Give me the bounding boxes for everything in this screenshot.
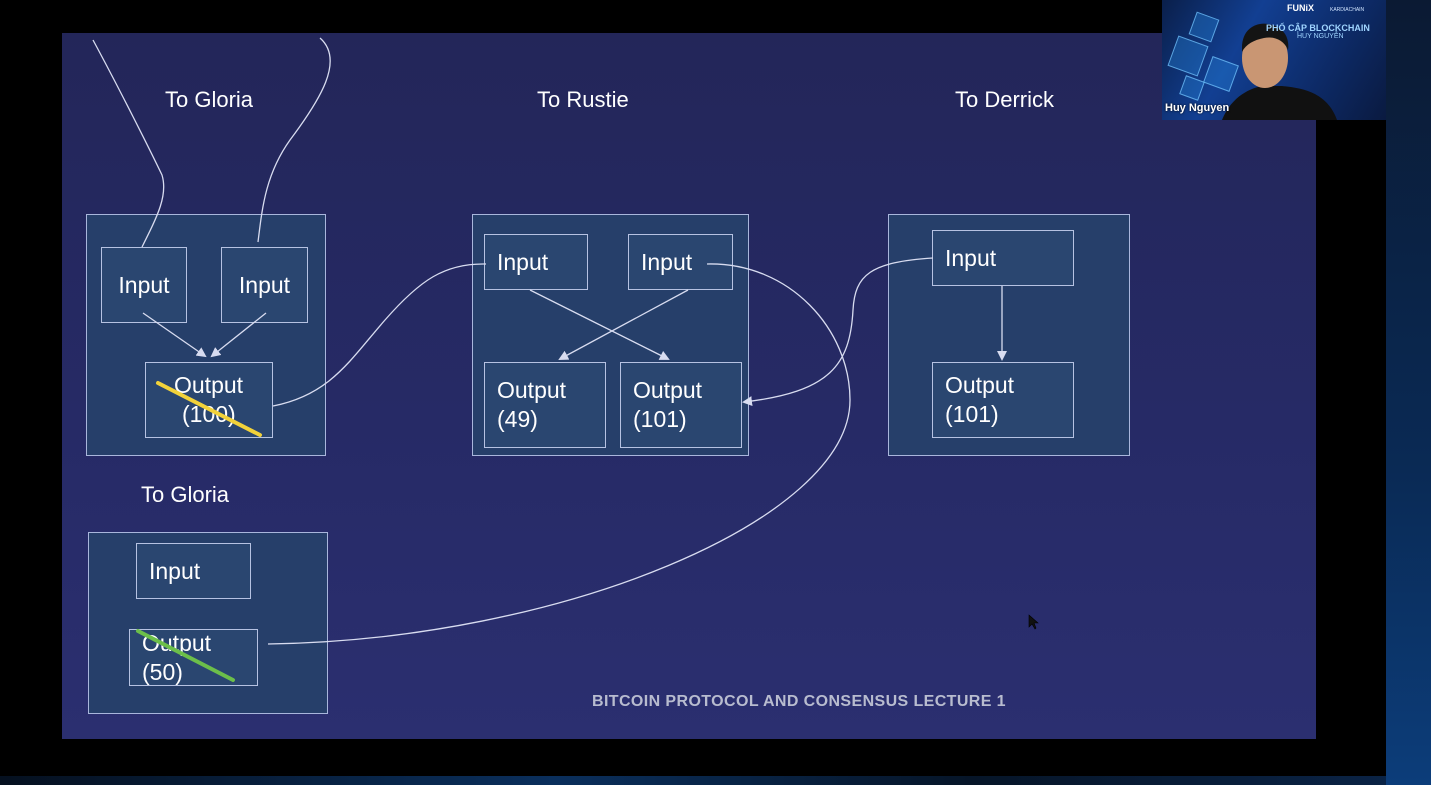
webcam-overlay — [1162, 0, 1386, 120]
output-amount: (50) — [142, 658, 183, 685]
label-to-gloria-top: To Gloria — [165, 87, 254, 112]
webcam-participant-name: Huy Nguyen — [1165, 102, 1230, 114]
input-box: Input — [221, 247, 308, 323]
input-label: Input — [641, 248, 693, 275]
output-box-100: Output (100) — [145, 362, 273, 438]
label-to-gloria-bottom: To Gloria — [141, 482, 230, 507]
webcam-course-subtitle: HUY NGUYỄN — [1297, 33, 1344, 40]
output-amount: (100) — [182, 401, 236, 427]
output-label: Output — [174, 372, 244, 398]
label-to-rustie: To Rustie — [537, 87, 629, 112]
input-label: Input — [497, 248, 549, 275]
input-label: Input — [149, 557, 201, 584]
input-label: Input — [238, 271, 291, 298]
output-box-101: Output (101) — [620, 362, 742, 448]
input-box: Input — [484, 234, 588, 290]
input-box: Input — [136, 543, 251, 599]
input-box: Input — [101, 247, 187, 323]
input-label: Input — [118, 271, 170, 298]
input-box: Input — [628, 234, 733, 290]
webcam-course-title: PHỔ CẬP BLOCKCHAIN — [1266, 23, 1370, 33]
label-to-derrick: To Derrick — [955, 87, 1055, 112]
output-label: Output — [497, 377, 567, 403]
right-background-panel — [1386, 0, 1431, 785]
output-amount: (101) — [945, 401, 999, 427]
output-box-101: Output (101) — [932, 362, 1074, 438]
slide-footer: BITCOIN PROTOCOL AND CONSENSUS LECTURE 1 — [592, 693, 1006, 710]
output-label: Output — [142, 629, 212, 656]
webcam-brand-logo: FUNiX — [1287, 3, 1314, 13]
presenter-video — [1222, 23, 1337, 120]
output-box-49: Output (49) — [484, 362, 606, 448]
output-box-50: Output (50) — [129, 629, 258, 686]
input-box: Input — [932, 230, 1074, 286]
output-amount: (49) — [497, 406, 538, 432]
bottom-background-strip — [0, 776, 1386, 785]
input-label: Input — [945, 244, 997, 271]
output-label: Output — [945, 372, 1015, 398]
output-amount: (101) — [633, 406, 687, 432]
output-label: Output — [633, 377, 703, 403]
webcam-partner-logo: KARDIACHAIN — [1330, 7, 1365, 13]
